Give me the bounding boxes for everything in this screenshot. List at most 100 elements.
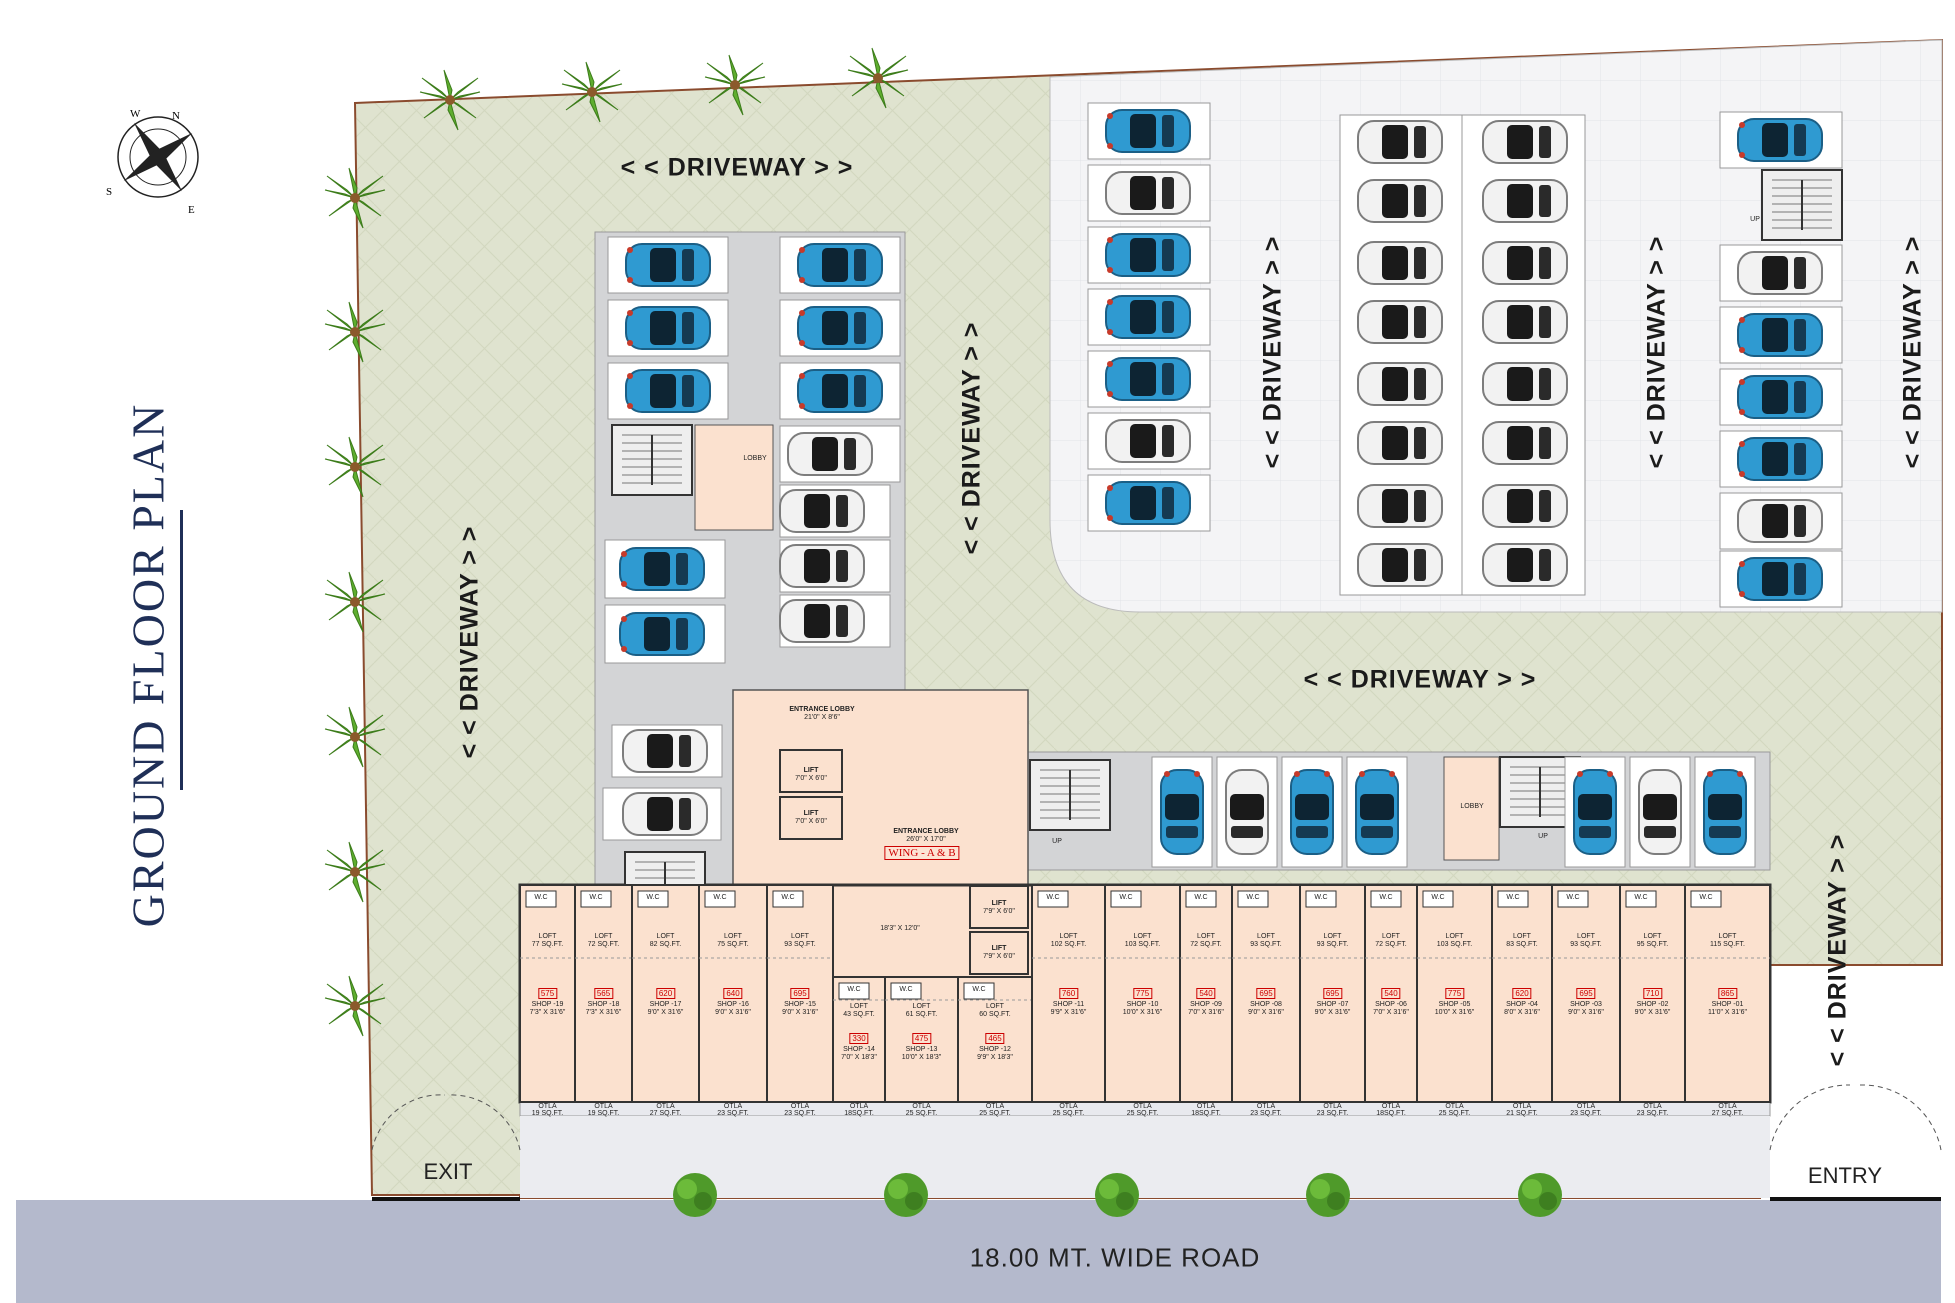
wc-label: W.C xyxy=(847,986,861,993)
shop-dimension: 7'0" X 31'6" xyxy=(1373,1009,1409,1016)
entry-gate-swing xyxy=(1769,1084,1942,1151)
otla-label: OTLA xyxy=(538,1103,557,1110)
loft-area-label: 115 SQ.FT. xyxy=(1710,941,1745,948)
shop-area-badge: 695 xyxy=(1322,988,1343,999)
driveway-label-top: < < DRIVEWAY > > xyxy=(620,153,854,182)
driveway-label-open-1: < < DRIVEWAY > > xyxy=(1258,235,1287,469)
wc-room xyxy=(580,890,612,908)
otla-area: 27 SQ.FT. xyxy=(1711,1110,1744,1117)
parked-cars-front xyxy=(1151,756,1756,868)
wc-label: W.C xyxy=(1566,894,1580,901)
loft-area-label: 93 SQ.FT. xyxy=(1570,941,1602,948)
shop-number: SHOP -04 xyxy=(1506,1001,1538,1008)
shop-dimension: 9'9" X 18'3" xyxy=(977,1054,1013,1061)
otla-area: 23 SQ.FT. xyxy=(1316,1110,1349,1117)
loft-area-label: 102 SQ.FT. xyxy=(1050,941,1087,948)
wc-room xyxy=(1370,890,1402,908)
shop-dimension: 10'0" X 31'6" xyxy=(1434,1009,1475,1016)
wc-label: W.C xyxy=(1634,894,1648,901)
otla-label: OTLA xyxy=(1196,1103,1216,1110)
loft-area-label: 103 SQ.FT. xyxy=(1124,941,1161,948)
otla-label: OTLA xyxy=(849,1103,869,1110)
otla-area: 18SQ.FT. xyxy=(844,1110,874,1117)
shop-number: SHOP -05 xyxy=(1438,1001,1471,1008)
page-title: GROUND FLOOR PLAN xyxy=(122,402,174,928)
shop-dimension: 9'0" X 31'6" xyxy=(1634,1009,1671,1016)
otla-area: 23 SQ.FT. xyxy=(1636,1110,1669,1117)
otla-area: 27 SQ.FT. xyxy=(649,1110,682,1117)
otla-label: OTLA xyxy=(723,1103,743,1110)
loft-area-label: 93 SQ.FT. xyxy=(1316,941,1349,948)
otla-area: 18SQ.FT. xyxy=(1191,1110,1221,1117)
wc-label: W.C xyxy=(1046,894,1060,901)
loft-area-label: 75 SQ.FT. xyxy=(717,941,749,948)
driveway-label-left: < < DRIVEWAY > > xyxy=(455,525,484,759)
loft-label: LOFT xyxy=(1323,933,1342,940)
lobby-left xyxy=(694,424,774,531)
parked-cars-open-col3 xyxy=(1719,111,1843,608)
wc-room xyxy=(525,890,557,908)
loft-area-label: 77 SQ.FT. xyxy=(531,941,564,948)
shop-dimension: 7'0" X 31'6" xyxy=(1188,1009,1224,1016)
shop-dimension: 7'3" X 31'6" xyxy=(529,1009,566,1016)
wc-label: W.C xyxy=(1119,894,1133,901)
driveway-label-entry: < < DRIVEWAY > > xyxy=(1823,833,1852,1067)
shop-dimension: 10'0" X 18'3" xyxy=(901,1054,942,1061)
parked-cars-open-col1 xyxy=(1087,102,1211,532)
shop-number: SHOP -09 xyxy=(1190,1001,1222,1008)
wc-room xyxy=(838,982,870,1000)
shop-dimension: 11'0" X 31'6" xyxy=(1707,1009,1748,1016)
otla-label: OTLA xyxy=(985,1103,1005,1110)
otla-area: 25 SQ.FT. xyxy=(1438,1110,1471,1117)
lift-2 xyxy=(779,796,843,840)
shop-dimension: 9'0" X 31'6" xyxy=(782,1009,818,1016)
exit-gate-swing xyxy=(371,1094,521,1151)
shop-number: SHOP -17 xyxy=(649,1001,682,1008)
driveway-label-open-3: < < DRIVEWAY > > xyxy=(1898,235,1927,469)
shop-area-badge: 775 xyxy=(1444,988,1465,999)
shop-area-badge: 760 xyxy=(1058,988,1079,999)
shop-dimension: 9'0" X 31'6" xyxy=(647,1009,684,1016)
up-label-center: UP xyxy=(1052,838,1062,845)
loft-area-label: 61 SQ.FT. xyxy=(905,1011,938,1018)
otla-area: 25 SQ.FT. xyxy=(905,1110,938,1117)
lift-4 xyxy=(969,931,1029,975)
otla-label: OTLA xyxy=(1256,1103,1276,1110)
shop-area-badge: 475 xyxy=(911,1033,932,1044)
wc-room xyxy=(1557,890,1589,908)
shop-number: SHOP -10 xyxy=(1126,1001,1159,1008)
shop-area-badge: 330 xyxy=(849,1033,869,1044)
parked-cars-left xyxy=(602,236,901,841)
loft-label: LOFT xyxy=(1197,933,1215,940)
wc-label: W.C xyxy=(713,894,727,901)
shop-area-badge: 620 xyxy=(655,988,676,999)
shop-number: SHOP -18 xyxy=(587,1001,620,1008)
staircase-up-parking xyxy=(1761,169,1843,241)
otla-label: OTLA xyxy=(790,1103,810,1110)
otla-area: 19 SQ.FT. xyxy=(531,1110,564,1117)
otla-area: 25 SQ.FT. xyxy=(1126,1110,1159,1117)
shop-dimension: 10'0" X 31'6" xyxy=(1122,1009,1163,1016)
wc-label: W.C xyxy=(1506,894,1520,901)
lobby-dim-label: 18'3" X 12'0" xyxy=(880,925,920,932)
wc-room xyxy=(637,890,669,908)
loft-label: LOFT xyxy=(791,933,809,940)
otla-area: 21 SQ.FT. xyxy=(1506,1110,1538,1117)
parked-cars-open-col2 xyxy=(1339,114,1586,596)
wc-room xyxy=(1690,890,1722,908)
wc-room xyxy=(1305,890,1337,908)
compass-n: N xyxy=(172,110,180,122)
shop-area-badge: 540 xyxy=(1381,988,1401,999)
otla-label: OTLA xyxy=(1133,1103,1152,1110)
otla-label: OTLA xyxy=(656,1103,675,1110)
loft-area-label: 93 SQ.FT. xyxy=(1250,941,1282,948)
otla-label: OTLA xyxy=(1059,1103,1078,1110)
shop-number: SHOP -14 xyxy=(843,1046,875,1053)
lift-3 xyxy=(969,885,1029,929)
driveway-label-core: < < DRIVEWAY > > xyxy=(957,321,986,555)
lobby-left-label: LOBBY xyxy=(743,455,767,462)
compass-e: E xyxy=(188,204,195,216)
